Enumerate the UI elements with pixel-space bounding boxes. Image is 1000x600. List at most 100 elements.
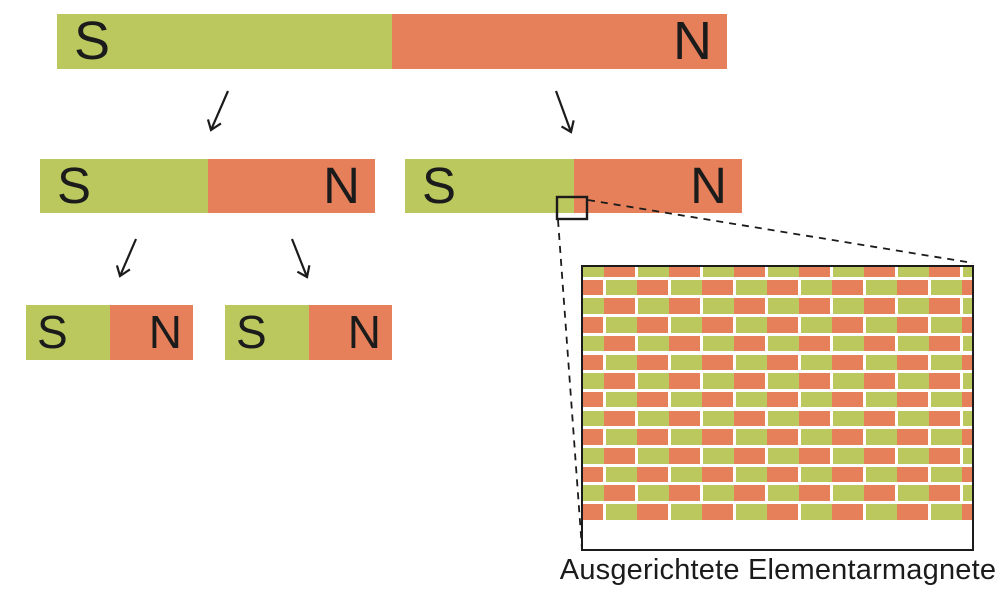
elementary-magnet-north xyxy=(734,373,765,389)
elementary-magnet-north xyxy=(799,485,830,501)
elementary-magnet-south xyxy=(736,429,767,445)
elementary-magnet xyxy=(583,466,603,483)
elementary-magnet xyxy=(583,373,635,389)
elementary-magnet-south xyxy=(671,391,702,408)
elementary-magnet-south xyxy=(583,373,604,389)
elementary-magnet xyxy=(583,298,635,314)
south-pole-label: S xyxy=(422,159,457,213)
elementary-magnet-south xyxy=(583,267,604,277)
elementary-magnet-south xyxy=(638,485,669,501)
elementary-magnet-south xyxy=(931,317,962,333)
south-pole-label: S xyxy=(37,305,68,358)
elementary-magnet xyxy=(583,504,603,520)
elementary-magnet xyxy=(606,354,668,370)
elementary-magnet-south xyxy=(736,391,767,408)
elementary-magnet-south xyxy=(703,448,734,464)
elementary-magnet xyxy=(801,279,863,296)
elementary-magnet xyxy=(583,485,635,501)
elementary-magnet-north xyxy=(583,354,603,370)
elementary-magnet xyxy=(931,391,972,408)
elementary-magnet-north xyxy=(669,267,700,277)
elementary-magnet-south xyxy=(833,410,864,427)
elementary-magnet xyxy=(671,317,733,333)
elementary-magnet-south xyxy=(606,354,637,370)
elementary-magnet-north xyxy=(604,485,635,501)
elementary-magnet-south xyxy=(833,373,864,389)
elementary-magnet xyxy=(833,410,895,427)
elementary-magnet-north xyxy=(929,298,960,314)
elementary-magnet xyxy=(583,267,635,277)
elementary-magnet xyxy=(583,448,635,464)
elementary-magnet-north xyxy=(702,317,733,333)
elementary-magnet-south xyxy=(606,279,637,296)
elementary-magnet xyxy=(671,391,733,408)
elementary-magnet-south xyxy=(931,391,962,408)
elementary-magnet xyxy=(833,335,895,352)
bar-magnet-quarter-right: S N xyxy=(225,305,392,360)
elementary-magnet-south xyxy=(833,485,864,501)
elementary-magnet-north xyxy=(637,391,668,408)
elementary-magnet-north xyxy=(767,391,798,408)
elementary-magnet xyxy=(866,391,928,408)
elementary-magnet xyxy=(963,335,972,352)
elementary-magnet-south xyxy=(703,335,734,352)
elementary-magnet xyxy=(703,373,765,389)
elementary-magnet-south xyxy=(801,279,832,296)
south-pole: S xyxy=(40,159,208,213)
elementary-magnet-south xyxy=(768,485,799,501)
elementary-magnet xyxy=(583,410,635,427)
elementary-magnet xyxy=(931,429,972,445)
elementary-magnet-south xyxy=(606,317,637,333)
elementary-magnet xyxy=(638,410,700,427)
elementary-magnet-north xyxy=(637,279,668,296)
elementary-magnet-south xyxy=(768,410,799,427)
elementary-magnet xyxy=(638,485,700,501)
elementary-magnet-north xyxy=(669,373,700,389)
elementary-magnet-south xyxy=(963,448,972,464)
elementary-magnet-south xyxy=(736,504,767,520)
elementary-magnet xyxy=(736,391,798,408)
elementary-magnet xyxy=(801,504,863,520)
elementary-magnet xyxy=(898,448,960,464)
elementary-magnet-south xyxy=(898,448,929,464)
elementary-magnet-south xyxy=(768,373,799,389)
south-pole: S xyxy=(225,305,309,360)
elementary-magnet-south xyxy=(833,448,864,464)
elementary-magnet-north xyxy=(734,448,765,464)
elementary-magnet-south xyxy=(898,410,929,427)
elementary-magnet-north xyxy=(929,373,960,389)
elementary-magnet xyxy=(801,466,863,483)
elementary-magnet-south xyxy=(703,298,734,314)
elementary-magnet-north xyxy=(897,354,928,370)
elementary-magnet-north xyxy=(897,317,928,333)
elementary-magnet xyxy=(833,373,895,389)
elementary-magnet-north xyxy=(897,429,928,445)
elementary-magnet-south xyxy=(638,298,669,314)
elementary-magnet-south xyxy=(866,279,897,296)
elementary-magnet xyxy=(768,298,830,314)
elementary-magnet-north xyxy=(583,466,603,483)
elementary-magnet xyxy=(898,373,960,389)
elementary-magnet-south xyxy=(703,410,734,427)
elementary-magnet-north xyxy=(669,298,700,314)
elementary-magnet-north xyxy=(702,504,733,520)
north-pole-label: N xyxy=(148,305,182,358)
elementary-magnet-north xyxy=(604,373,635,389)
elementary-magnet-south xyxy=(736,317,767,333)
elementary-magnet-south xyxy=(736,354,767,370)
elementary-magnet-north xyxy=(832,317,863,333)
magnifier-leader-left xyxy=(557,219,583,550)
elementary-magnet-north xyxy=(864,448,895,464)
elementary-magnet-north xyxy=(962,429,972,445)
elementary-magnet-south xyxy=(963,267,972,277)
elementary-magnet-south xyxy=(768,298,799,314)
elementary-magnet-north xyxy=(669,448,700,464)
elementary-magnet xyxy=(801,391,863,408)
elementary-magnet-north xyxy=(767,279,798,296)
bar-magnet-half-right: S N xyxy=(405,159,742,213)
elementary-magnet-south xyxy=(898,485,929,501)
elementary-magnet xyxy=(931,466,972,483)
elementary-magnet-north xyxy=(767,317,798,333)
elementary-magnet xyxy=(583,354,603,370)
elementary-magnet-north xyxy=(669,485,700,501)
